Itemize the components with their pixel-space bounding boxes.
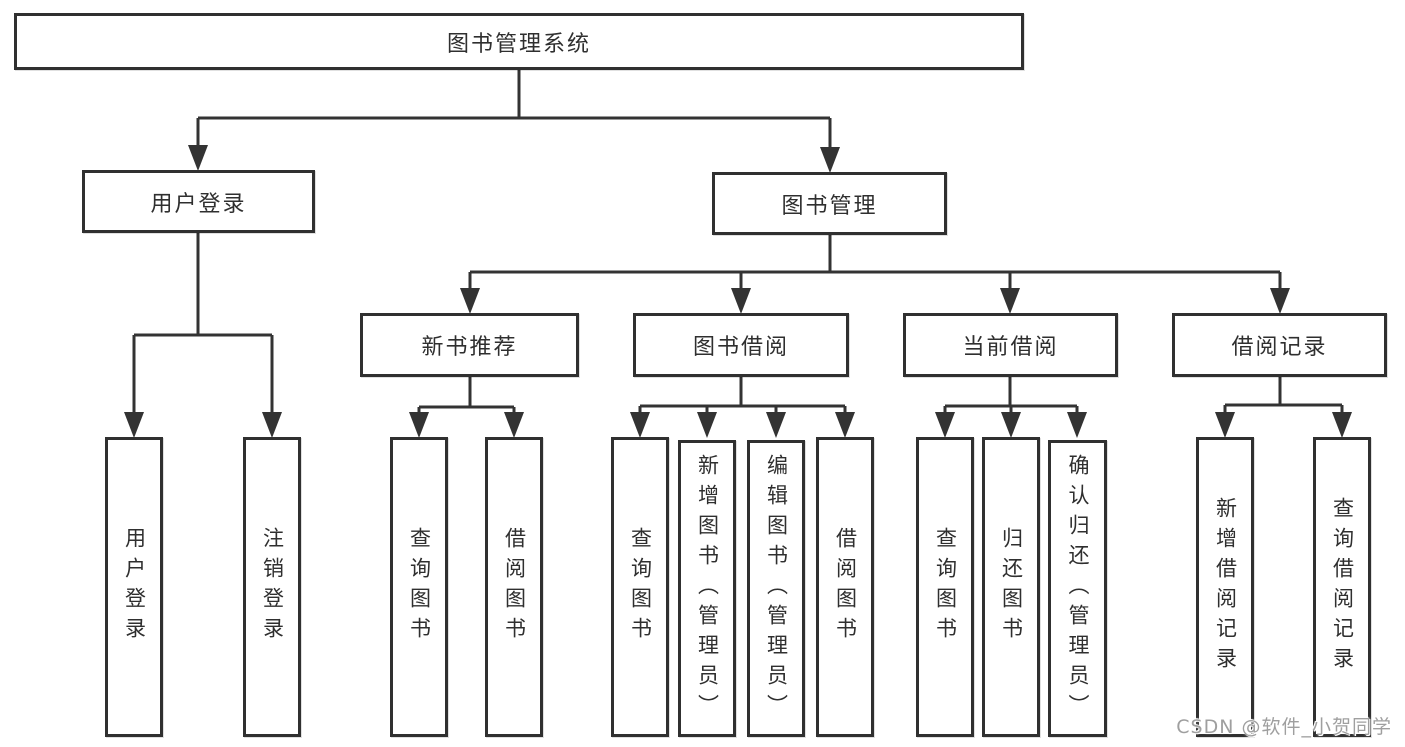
leaf-borrow-add-books-admin: 新增图书（管理员） — [678, 440, 736, 737]
arrowhead — [731, 288, 751, 314]
arrowhead — [1000, 288, 1020, 314]
csdn-watermark: CSDN @软件_小贺同学 — [1176, 716, 1392, 738]
leaf-user-login: 用户登录 — [105, 437, 163, 737]
arrowhead — [697, 412, 717, 438]
arrowhead — [835, 412, 855, 438]
arrowhead — [820, 147, 840, 173]
leaf-current-return-books: 归还图书 — [982, 437, 1040, 737]
arrowhead — [262, 412, 282, 438]
arrowhead — [630, 412, 650, 438]
arrowhead — [1215, 412, 1235, 438]
arrowhead — [409, 412, 429, 438]
node-new-book-recommend: 新书推荐 — [360, 313, 579, 377]
arrowhead — [124, 412, 144, 438]
leaf-logout: 注销登录 — [243, 437, 301, 737]
node-root-library-system: 图书管理系统 — [14, 13, 1024, 70]
tree-edges — [132, 70, 1344, 416]
arrowheads — [124, 145, 1352, 438]
leaf-records-query-record: 查询借阅记录 — [1313, 437, 1371, 737]
node-user-login: 用户登录 — [82, 170, 315, 233]
leaf-borrow-edit-books-admin: 编辑图书（管理员） — [747, 440, 805, 737]
arrowhead — [935, 412, 955, 438]
node-current-borrow: 当前借阅 — [903, 313, 1118, 377]
arrowhead — [460, 288, 480, 314]
leaf-newbook-borrow-books: 借阅图书 — [485, 437, 543, 737]
leaf-current-query-books: 查询图书 — [916, 437, 974, 737]
arrowhead — [1001, 412, 1021, 438]
arrowhead — [766, 412, 786, 438]
arrowhead — [1270, 288, 1290, 314]
node-book-borrow: 图书借阅 — [633, 313, 849, 377]
arrowhead — [504, 412, 524, 438]
arrowhead — [1067, 412, 1087, 438]
leaf-records-add-record: 新增借阅记录 — [1196, 437, 1254, 737]
node-book-management: 图书管理 — [712, 172, 947, 235]
arrowhead — [188, 145, 208, 171]
leaf-borrow-borrow-books: 借阅图书 — [816, 437, 874, 737]
leaf-borrow-query-books: 查询图书 — [611, 437, 669, 737]
arrowhead — [1332, 412, 1352, 438]
node-borrow-records: 借阅记录 — [1172, 313, 1387, 377]
leaf-newbook-query-books: 查询图书 — [390, 437, 448, 737]
leaf-current-confirm-return-admin: 确认归还（管理员） — [1048, 440, 1107, 737]
